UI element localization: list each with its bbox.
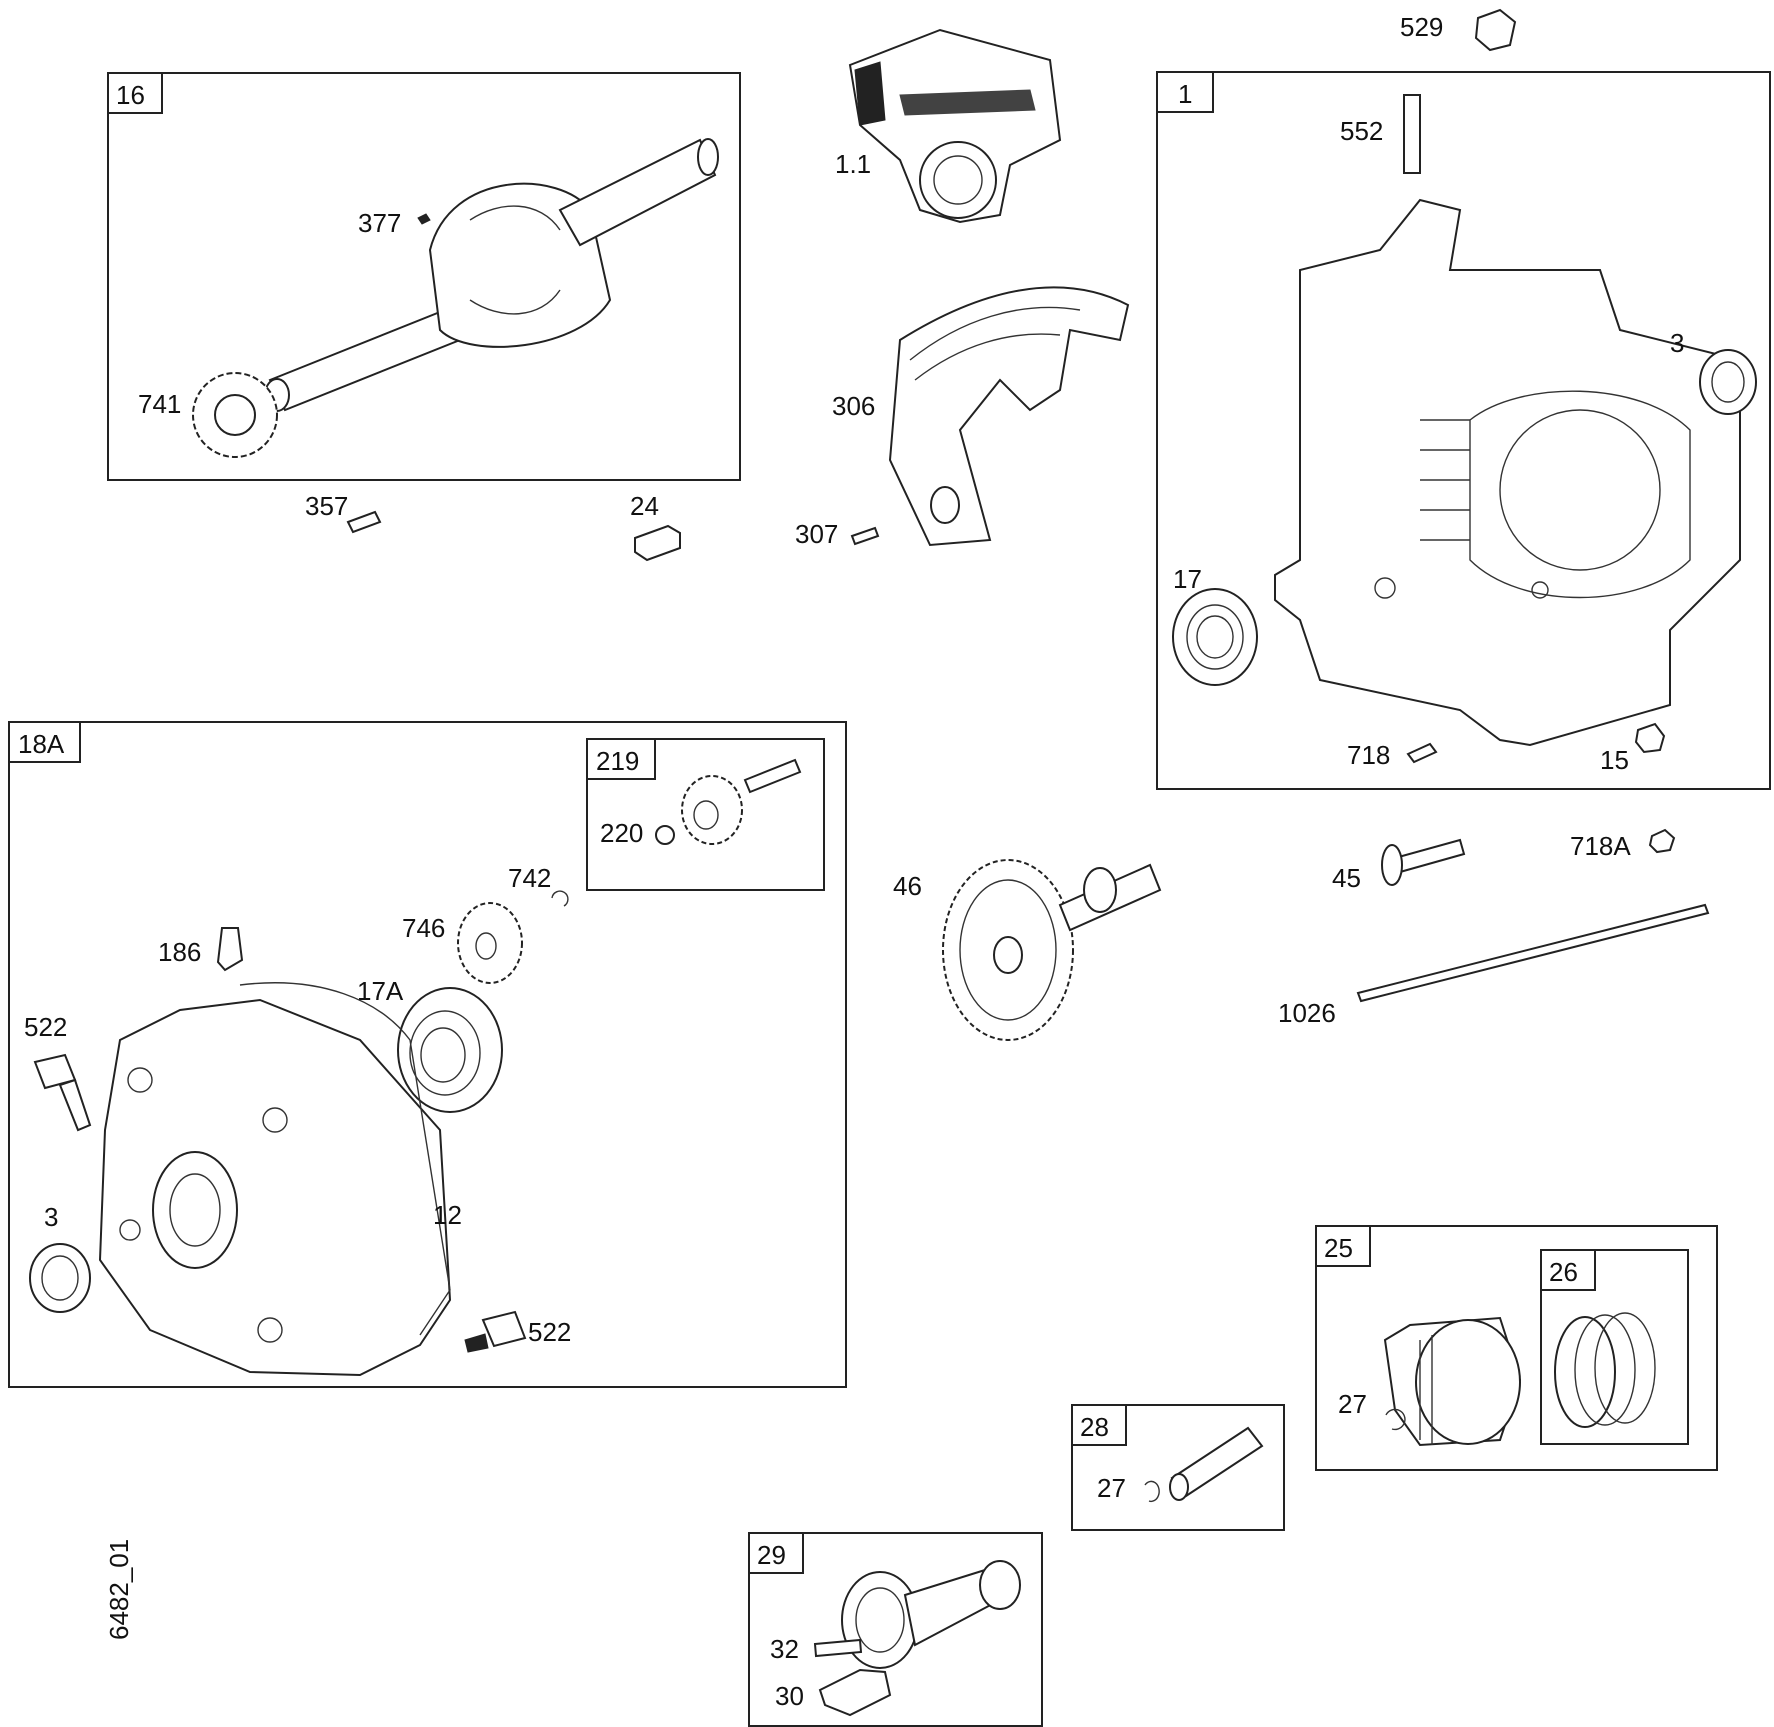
pin-552-part xyxy=(1403,94,1421,174)
callout-307: 307 xyxy=(795,519,838,549)
clip-27-piston-part xyxy=(1385,1408,1406,1431)
callout-32: 32 xyxy=(770,1634,799,1664)
piston-part xyxy=(1383,1316,1522,1447)
box-18A-label: 18A xyxy=(18,729,65,759)
callout-46: 46 xyxy=(893,871,922,901)
clip-27-pin-part xyxy=(1144,1480,1160,1503)
gear-746-part xyxy=(457,902,523,984)
callout-742: 742 xyxy=(508,863,551,893)
nut-529-part xyxy=(1474,8,1517,52)
shroud-306-part xyxy=(888,286,1130,547)
box-16-label: 16 xyxy=(116,80,145,110)
bearing-17-part xyxy=(1172,588,1258,686)
box-25-piston: 25 27 26 xyxy=(1315,1225,1718,1471)
seal-3-bottom-part xyxy=(29,1243,91,1313)
piston-pin-part xyxy=(1169,1426,1264,1501)
cap-718A-part xyxy=(1648,828,1676,854)
callout-522-top: 522 xyxy=(24,1012,67,1042)
callout-17A: 17A xyxy=(357,976,404,1006)
box-28-piston-pin: 28 27 xyxy=(1071,1404,1285,1531)
callout-522-bottom: 522 xyxy=(528,1317,571,1347)
dipper-30-part xyxy=(818,1668,892,1717)
clip-742-part xyxy=(551,890,569,907)
sensor-522-bottom-part xyxy=(464,1310,527,1353)
callout-27-pin: 27 xyxy=(1097,1473,1126,1503)
bolt-32-part xyxy=(813,1638,863,1658)
valve-45-part xyxy=(1381,838,1466,886)
dowel-15-part xyxy=(1634,722,1666,754)
callout-12: 12 xyxy=(433,1200,462,1230)
governor-gear-part xyxy=(681,758,802,845)
box-29-label: 29 xyxy=(757,1540,786,1570)
sensor-522-top-part xyxy=(33,1053,92,1132)
crankcase-part xyxy=(1274,198,1741,747)
callout-552: 552 xyxy=(1340,116,1383,146)
box-219-governor: 219 220 xyxy=(586,738,825,891)
callout-186: 186 xyxy=(158,937,201,967)
callout-15: 15 xyxy=(1600,745,1629,775)
callout-306: 306 xyxy=(832,391,875,421)
callout-377: 377 xyxy=(358,208,401,238)
box-1-crankcase: 1 552 3 17 718 15 xyxy=(1156,71,1771,790)
callout-3-bottom: 3 xyxy=(44,1202,58,1232)
callout-741: 741 xyxy=(138,389,181,419)
callout-45: 45 xyxy=(1332,863,1361,893)
callout-27-piston: 27 xyxy=(1338,1389,1367,1419)
block-24-part xyxy=(634,524,681,562)
box-26-rings: 26 xyxy=(1540,1249,1689,1445)
box-28-label: 28 xyxy=(1080,1412,1109,1442)
pushrod-1026-part xyxy=(1356,903,1710,1003)
callout-220: 220 xyxy=(600,818,643,848)
key-357-part xyxy=(346,510,382,534)
box-25-label: 25 xyxy=(1324,1233,1353,1263)
piston-rings-part xyxy=(1554,1312,1656,1428)
washer-220-part xyxy=(655,825,675,845)
callout-30: 30 xyxy=(775,1681,804,1711)
pin-718-part xyxy=(1406,742,1438,764)
box-219-label: 219 xyxy=(596,746,639,776)
callout-3-top: 3 xyxy=(1670,328,1684,358)
cover-12-part xyxy=(98,982,452,1377)
connecting-rod-part xyxy=(841,1560,1021,1669)
box-16-crankshaft: 16 377 741 xyxy=(107,72,741,481)
crankshaft-part xyxy=(264,138,719,412)
drawing-id: 6482_01 xyxy=(104,1539,134,1640)
callout-1026: 1026 xyxy=(1278,998,1336,1028)
callout-17: 17 xyxy=(1173,564,1202,594)
screw-307-part xyxy=(850,526,880,546)
callout-24: 24 xyxy=(630,491,659,521)
fitting-186-part xyxy=(216,927,244,972)
box-1-label: 1 xyxy=(1178,79,1192,109)
gear-741-part xyxy=(192,372,278,458)
callout-718A: 718A xyxy=(1570,831,1631,861)
callout-529: 529 xyxy=(1400,12,1443,42)
callout-1-1: 1.1 xyxy=(835,149,871,179)
camshaft-46-part xyxy=(942,859,1162,1041)
engine-1-1-part xyxy=(848,28,1062,224)
bearing-17A-part xyxy=(397,987,503,1113)
box-18A-crankcase-cover: 18A 219 220 742 746 186 17A xyxy=(8,721,847,1388)
callout-357: 357 xyxy=(305,491,348,521)
callout-718: 718 xyxy=(1347,740,1390,770)
box-26-label: 26 xyxy=(1549,1257,1578,1287)
callout-746: 746 xyxy=(402,913,445,943)
seal-3-top-part xyxy=(1699,349,1757,415)
box-29-connecting-rod: 29 32 30 xyxy=(748,1532,1043,1727)
